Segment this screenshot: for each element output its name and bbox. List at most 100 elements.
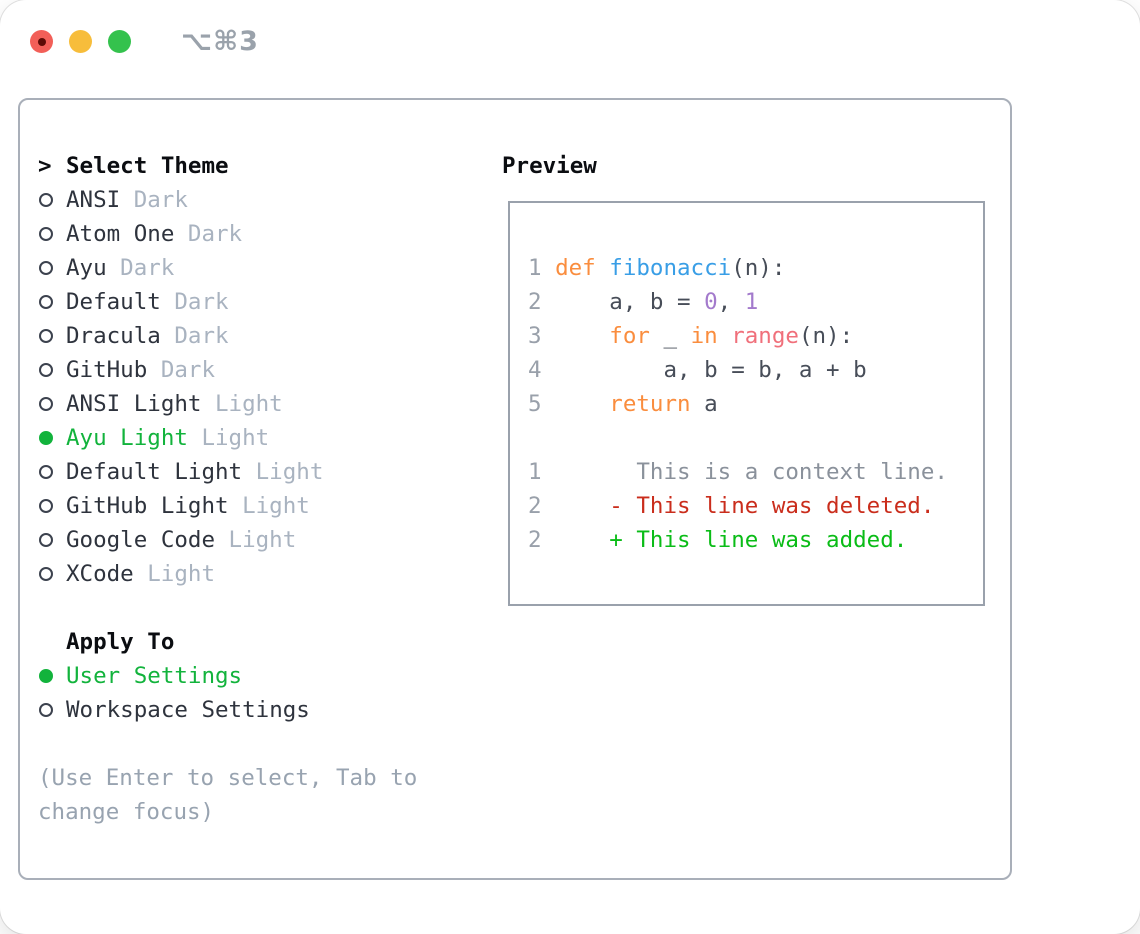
theme-variant: Light [215, 391, 283, 417]
theme-name: ANSI [66, 187, 121, 213]
radio-marker [38, 397, 66, 411]
preview-title: Preview [502, 153, 597, 179]
theme-variant: Dark [187, 221, 243, 247]
radio-marker [38, 567, 66, 581]
radio-icon [39, 567, 53, 581]
radio-marker [38, 499, 66, 513]
radio-icon [39, 499, 53, 513]
window-shortcut-label: ⌥⌘3 [181, 26, 259, 57]
preview-box [508, 201, 985, 606]
code-token: in [690, 323, 732, 349]
theme-name: Google Code [66, 527, 216, 553]
apply-option-label: User Settings [66, 663, 243, 689]
theme-variant: Light [228, 527, 297, 553]
radio-icon [39, 397, 53, 411]
code-token: , [717, 289, 745, 315]
code-line: 3 for _ in range(n): [528, 319, 948, 353]
theme-item-github-light[interactable]: GitHub Light Light [38, 489, 417, 523]
theme-name: XCode [66, 561, 134, 587]
code-token: 0 [704, 289, 718, 315]
theme-variant: Dark [133, 187, 188, 213]
hint-line-2: change focus) [38, 799, 215, 825]
zoom-button[interactable] [108, 30, 131, 53]
radio-icon [39, 193, 53, 207]
radio-marker [38, 261, 66, 275]
titlebar: ⌥⌘3 [30, 26, 259, 57]
radio-marker [38, 295, 66, 309]
radio-marker [38, 193, 66, 207]
code-token: _ [663, 323, 691, 349]
theme-name: Ayu [66, 255, 107, 281]
theme-item-ansi[interactable]: ANSI Dark [38, 183, 417, 217]
theme-variant: Dark [120, 255, 175, 281]
code-line: 1 This is a context line. [528, 455, 948, 489]
apply-option-user-settings[interactable]: User Settings [38, 659, 417, 693]
radio-icon [39, 465, 53, 479]
code-token: 2 [528, 493, 542, 519]
hint-line-1: (Use Enter to select, Tab to [38, 765, 418, 791]
radio-icon [39, 227, 53, 241]
code-token: 2 [528, 527, 542, 553]
code-token: 3 [528, 323, 542, 349]
code-line-blank [528, 421, 948, 455]
code-token: 2 [528, 289, 542, 315]
theme-item-google-code[interactable]: Google Code Light [38, 523, 417, 557]
code-token: a, b = [541, 289, 705, 315]
code-token: 4 [528, 357, 542, 383]
code-token: a, b = b, a + b [541, 357, 867, 383]
radio-icon [39, 261, 53, 275]
code-line: 2 - This line was deleted. [528, 489, 948, 523]
theme-variant: Light [201, 425, 270, 451]
theme-variant: Light [242, 493, 310, 519]
code-token [542, 323, 610, 349]
radio-marker [38, 431, 66, 445]
theme-name: Dracula [66, 323, 161, 349]
theme-variant: Dark [174, 289, 229, 315]
radio-marker [38, 669, 66, 683]
code-line: 1 def fibonacci(n): [528, 251, 948, 285]
code-line: 4 a, b = b, a + b [528, 353, 948, 387]
prompt-icon: > [38, 153, 52, 179]
theme-list-title: Select Theme [66, 153, 229, 179]
code-token: 1 [744, 289, 759, 315]
code-token: a [704, 391, 718, 417]
code-token [542, 527, 610, 553]
main-panel [18, 98, 1012, 880]
theme-variant: Light [255, 459, 324, 485]
radio-icon [39, 295, 53, 309]
code-token: def [555, 255, 610, 281]
radio-selected-icon [39, 431, 53, 445]
code-token: This is a context line. [541, 459, 948, 485]
prompt-marker: > [38, 153, 66, 179]
code-token: 1 [528, 459, 542, 485]
theme-item-default[interactable]: Default Dark [38, 285, 417, 319]
apply-option-workspace-settings[interactable]: Workspace Settings [38, 693, 417, 727]
close-dot-icon [37, 37, 46, 46]
close-button[interactable] [30, 30, 53, 53]
theme-name: GitHub Light [66, 493, 229, 519]
theme-name: Default [66, 289, 161, 315]
spacer [38, 591, 417, 625]
theme-item-ayu[interactable]: Ayu Dark [38, 251, 417, 285]
code-token: 5 [528, 391, 542, 417]
apply-to-header: Apply To [38, 625, 417, 659]
code-token: (n): [731, 255, 786, 281]
spacer [38, 727, 417, 761]
minimize-button[interactable] [69, 30, 92, 53]
code-token: 1 [528, 255, 556, 281]
code-token [542, 391, 610, 417]
code-token: (n): [798, 323, 854, 349]
code-line: 2 a, b = 0, 1 [528, 285, 948, 319]
apply-to-title: Apply To [66, 629, 175, 655]
